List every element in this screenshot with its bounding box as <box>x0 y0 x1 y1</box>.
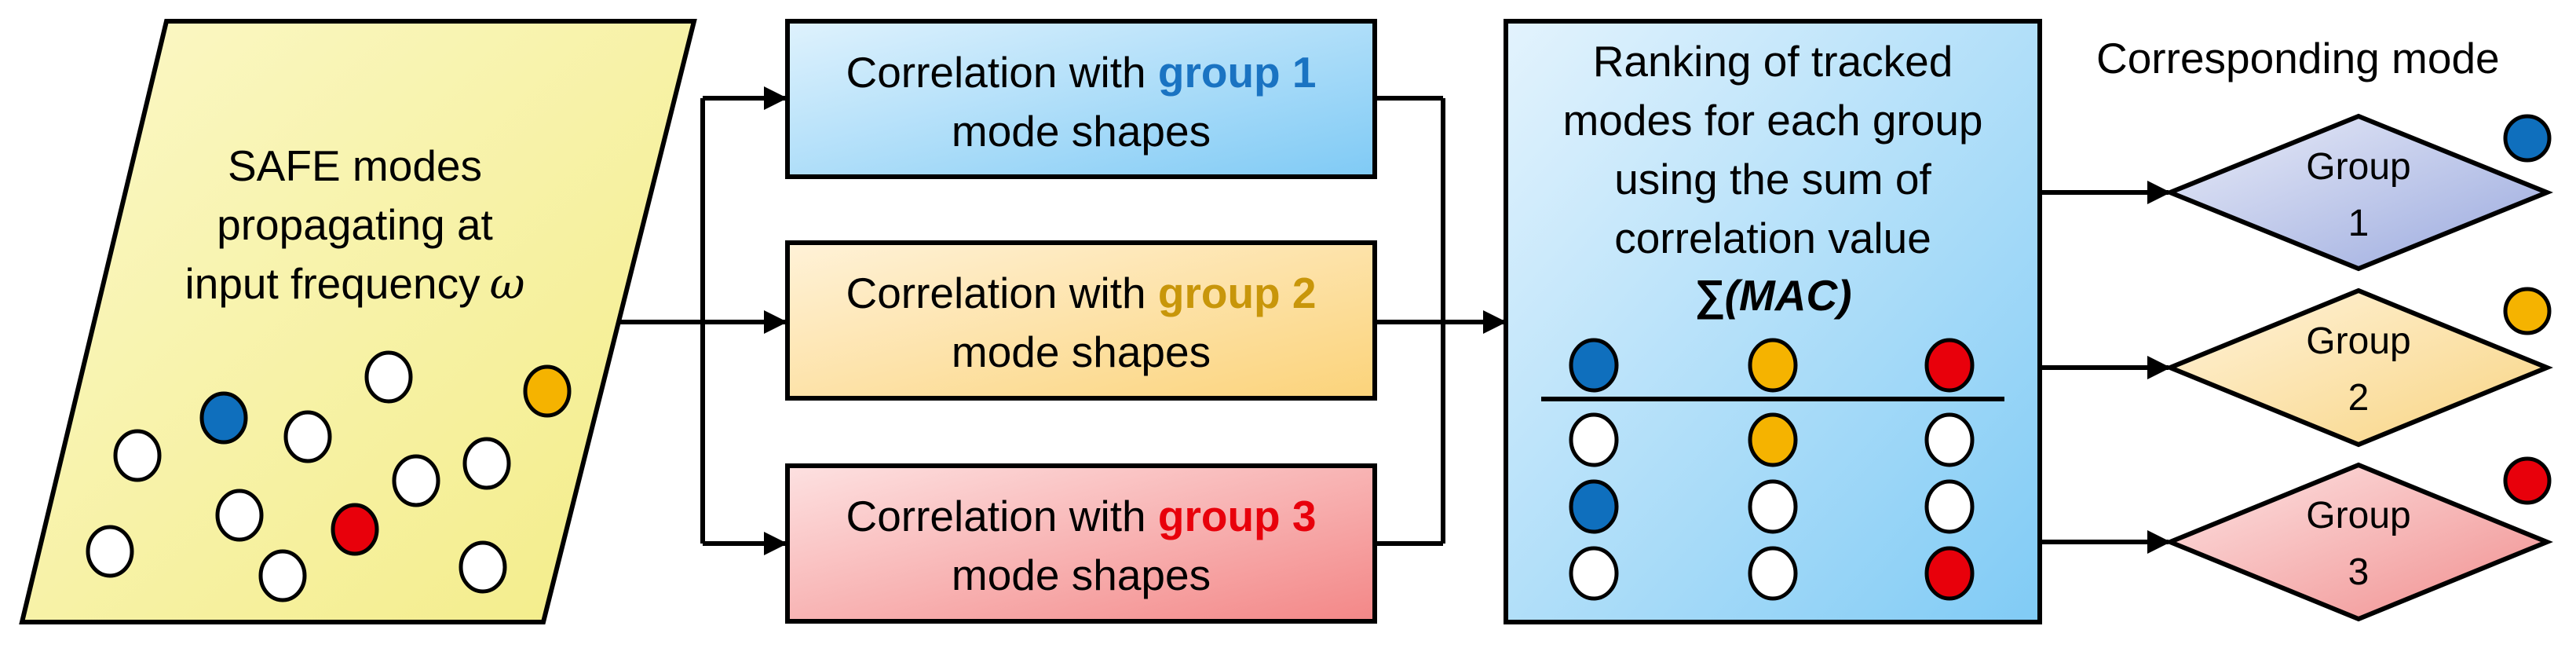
mode-circle-12 <box>459 540 507 594</box>
mode-circle-6 <box>462 437 511 490</box>
mode-circle-4 <box>283 410 332 463</box>
output-group-2: Group 2 <box>2164 287 2553 448</box>
group1-label-line2: 1 <box>2348 203 2370 244</box>
input-label-line2: propagating at <box>217 200 493 249</box>
mode-circle-3 <box>199 391 248 445</box>
ranking-header-circle-2 <box>1748 338 1798 393</box>
output-group-1: Group 1 <box>2163 113 2554 272</box>
corr3-prefix: Correlation with <box>846 492 1157 540</box>
input-parallelogram <box>19 19 697 624</box>
correlation-box-3: Correlation with group 3 mode shapes <box>785 463 1377 624</box>
group3-indicator-circle <box>2503 456 2552 505</box>
mode-circle-8 <box>215 489 264 542</box>
mode-circle-1 <box>364 350 413 404</box>
output-connectors <box>2040 181 2171 554</box>
ranking-header-circle-1 <box>1569 338 1619 393</box>
group2-label-line1: Group <box>2306 320 2410 362</box>
output-group-3: Group 3 <box>2164 456 2553 622</box>
corr1-prefix: Correlation with <box>846 48 1157 97</box>
ranking-line3: using the sum of <box>1614 155 1931 203</box>
ranking-header-circle-3 <box>1924 338 1975 393</box>
mode-circle-2 <box>523 364 572 418</box>
input-mode-circles <box>86 350 572 602</box>
group3-diamond <box>2164 462 2553 622</box>
ranking-cell-circle-r1-c2 <box>1748 412 1798 467</box>
group2-label-line2: 2 <box>2348 377 2370 419</box>
corr3-group-label: group 3 <box>1158 492 1317 540</box>
corr3-line1: Correlation with group 3 <box>846 492 1316 540</box>
ranking-line2: modes for each group <box>1562 96 1982 145</box>
ranking-cell-circle-r3-c1 <box>1569 546 1619 601</box>
ranking-box: Ranking of tracked modes for each group … <box>1504 19 2042 624</box>
corr1-line1: Correlation with group 1 <box>846 48 1316 97</box>
ranking-cell-circle-r2-c2 <box>1748 479 1798 534</box>
mode-circle-7 <box>392 454 440 507</box>
group1-diamond <box>2163 113 2554 272</box>
group1-label-line1: Group <box>2306 146 2410 188</box>
group2-indicator-circle <box>2503 287 2552 335</box>
mode-circle-5 <box>113 429 162 482</box>
group2-diamond <box>2164 287 2553 448</box>
corr1-group-label: group 1 <box>1158 48 1317 97</box>
ranking-cell-circle-r2-c3 <box>1924 479 1975 534</box>
corr2-line1: Correlation with group 2 <box>846 269 1316 317</box>
ranking-cell-circle-r2-c1 <box>1569 479 1619 534</box>
output-block: Corresponding mode Group 1 Group 2 Group… <box>2096 34 2554 622</box>
corr2-line2: mode shapes <box>952 328 1211 376</box>
group1-indicator-circle <box>2503 114 2552 163</box>
input-connectors <box>620 86 787 555</box>
mode-circle-9 <box>331 503 379 556</box>
ranking-cell-circle-r3-c3 <box>1924 546 1975 601</box>
corr3-line2: mode shapes <box>952 551 1211 599</box>
merge-connectors <box>1375 96 1507 546</box>
ranking-table <box>1569 338 1975 601</box>
input-block: SAFE modes propagating at input frequenc… <box>19 19 697 624</box>
omega-symbol: ω <box>490 258 525 309</box>
input-label-line3-text: input frequency <box>185 259 481 308</box>
ranking-cell-circle-r1-c1 <box>1569 412 1619 467</box>
group3-label-line1: Group <box>2306 495 2410 536</box>
corr1-line2: mode shapes <box>952 107 1211 156</box>
correlation-box-2: Correlation with group 2 mode shapes <box>785 240 1377 401</box>
ranking-cell-circle-r3-c2 <box>1748 546 1798 601</box>
ranking-line1: Ranking of tracked <box>1593 37 1953 86</box>
output-title: Corresponding mode <box>2096 34 2500 82</box>
ranking-cell-circle-r1-c3 <box>1924 412 1975 467</box>
mode-circle-10 <box>86 525 134 578</box>
ranking-formula: ∑(MAC) <box>1694 271 1851 320</box>
corr2-prefix: Correlation with <box>846 269 1157 317</box>
input-label-line1: SAFE modes <box>228 141 482 190</box>
ranking-line4: correlation value <box>1614 214 1931 262</box>
corr2-group-label: group 2 <box>1158 269 1317 317</box>
mode-circle-11 <box>258 549 307 602</box>
group3-label-line2: 3 <box>2348 551 2370 593</box>
correlation-box-1: Correlation with group 1 mode shapes <box>785 19 1377 179</box>
